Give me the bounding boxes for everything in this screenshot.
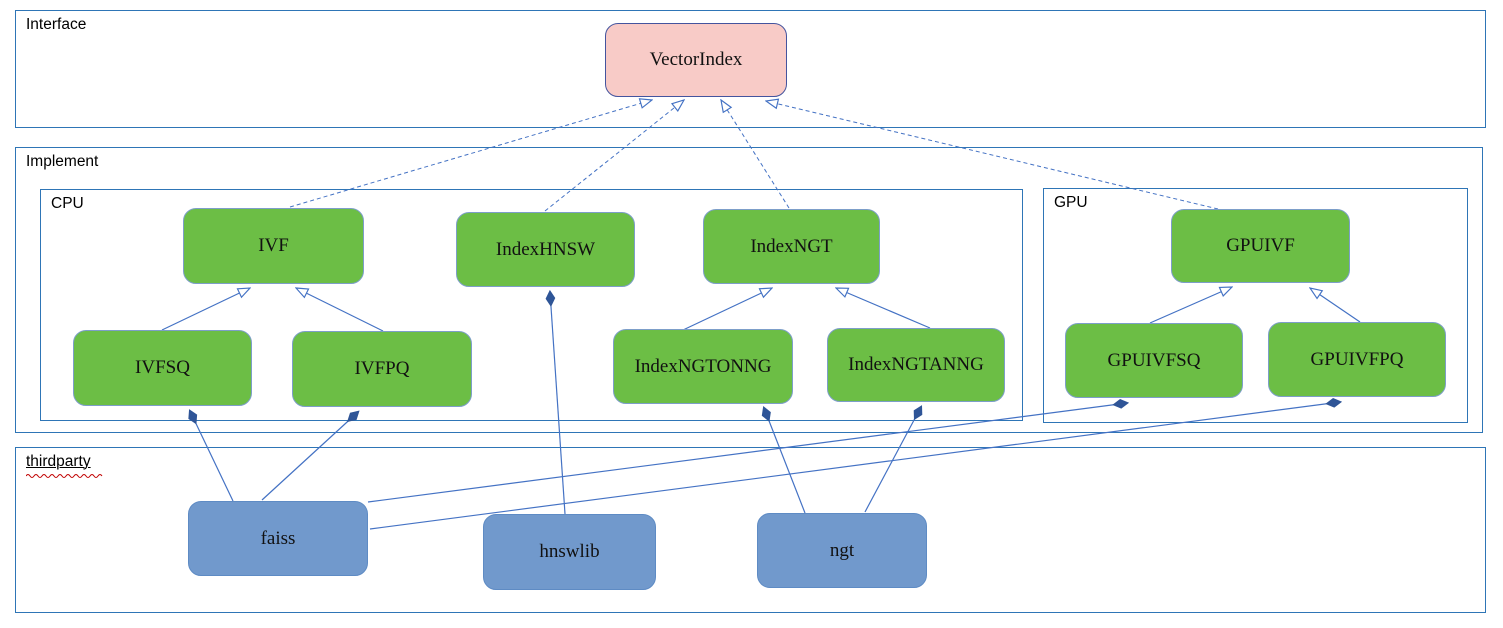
spellcheck-squiggle-icon [26, 474, 103, 478]
edge-ivf-realizes-vectorindex [289, 100, 652, 208]
node-gpuivf: GPUIVF [1171, 209, 1350, 283]
node-indexhnsw-label: IndexHNSW [495, 238, 596, 260]
node-indexngtonng-label: IndexNGTONNG [634, 355, 772, 377]
edge-ivfsq-extends-ivf [161, 288, 250, 331]
edge-ngt-composes-indexngtonng [761, 406, 806, 514]
node-gpuivfpq-label: GPUIVFPQ [1310, 348, 1404, 370]
node-ivfsq-label: IVFSQ [135, 357, 190, 378]
node-vectorindex: VectorIndex [605, 23, 787, 97]
node-indexngtonng: IndexNGTONNG [613, 329, 793, 404]
node-indexngt-label: IndexNGT [750, 235, 833, 257]
edge-gpuivfpq-extends-gpuivf [1310, 288, 1361, 323]
cpu-section-label: CPU [51, 195, 84, 212]
node-gpuivf-label: GPUIVF [1226, 235, 1295, 256]
edge-indexhnsw-realizes-vectorindex [544, 100, 684, 212]
edge-indexngtonng-extends-indexngt [682, 288, 772, 331]
cpu-section-frame: CPU [40, 189, 1023, 421]
gpu-section-frame: GPU [1043, 188, 1468, 423]
thirdparty-section-frame: thirdparty [15, 447, 1486, 613]
node-hnswlib: hnswlib [483, 514, 656, 590]
edge-indexngtanng-extends-indexngt [836, 288, 931, 329]
node-ivfpq-label: IVFPQ [354, 358, 410, 379]
edge-gpuivf-realizes-vectorindex [766, 101, 1219, 210]
node-hnswlib-label: hnswlib [539, 541, 600, 562]
node-ngt-label: ngt [829, 539, 855, 561]
edge-ngt-composes-indexngtanng [864, 405, 923, 513]
edge-faiss-composes-ivfpq [261, 410, 360, 501]
node-ivf-label: IVF [258, 235, 289, 256]
interface-section-frame: Interface [15, 10, 1486, 128]
node-ivfpq: IVFPQ [292, 331, 472, 407]
node-gpuivfpq: GPUIVFPQ [1268, 322, 1446, 397]
node-indexngtanng-label: IndexNGTANNG [848, 354, 984, 375]
thirdparty-section-label: thirdparty [26, 453, 91, 470]
edge-ivfpq-extends-ivf [296, 288, 384, 332]
node-faiss: faiss [188, 501, 368, 576]
node-gpuivfsq: GPUIVFSQ [1065, 323, 1243, 398]
implement-section-label: Implement [26, 153, 99, 170]
edge-indexngt-realizes-vectorindex [721, 100, 790, 209]
node-indexngtanng: IndexNGTANNG [827, 328, 1005, 402]
edge-faiss-composes-gpuivfpq [369, 398, 1343, 530]
node-gpuivfsq-label: GPUIVFSQ [1107, 349, 1201, 371]
gpu-section-label: GPU [1054, 194, 1088, 211]
interface-section-label: Interface [26, 16, 87, 33]
edge-hnswlib-composes-indexhnsw [545, 289, 566, 515]
node-indexhnsw: IndexHNSW [456, 212, 635, 287]
edge-faiss-composes-gpuivfsq [367, 399, 1130, 503]
node-ngt: ngt [757, 513, 927, 588]
node-indexngt: IndexNGT [703, 209, 880, 284]
edge-gpuivfsq-extends-gpuivf [1149, 287, 1232, 324]
node-ivfsq: IVFSQ [73, 330, 252, 406]
implement-section-frame: Implement [15, 147, 1483, 433]
node-faiss-label: faiss [260, 527, 296, 549]
node-ivf: IVF [183, 208, 364, 284]
edge-faiss-composes-ivfsq [188, 409, 234, 502]
node-vectorindex-label: VectorIndex [649, 49, 743, 70]
